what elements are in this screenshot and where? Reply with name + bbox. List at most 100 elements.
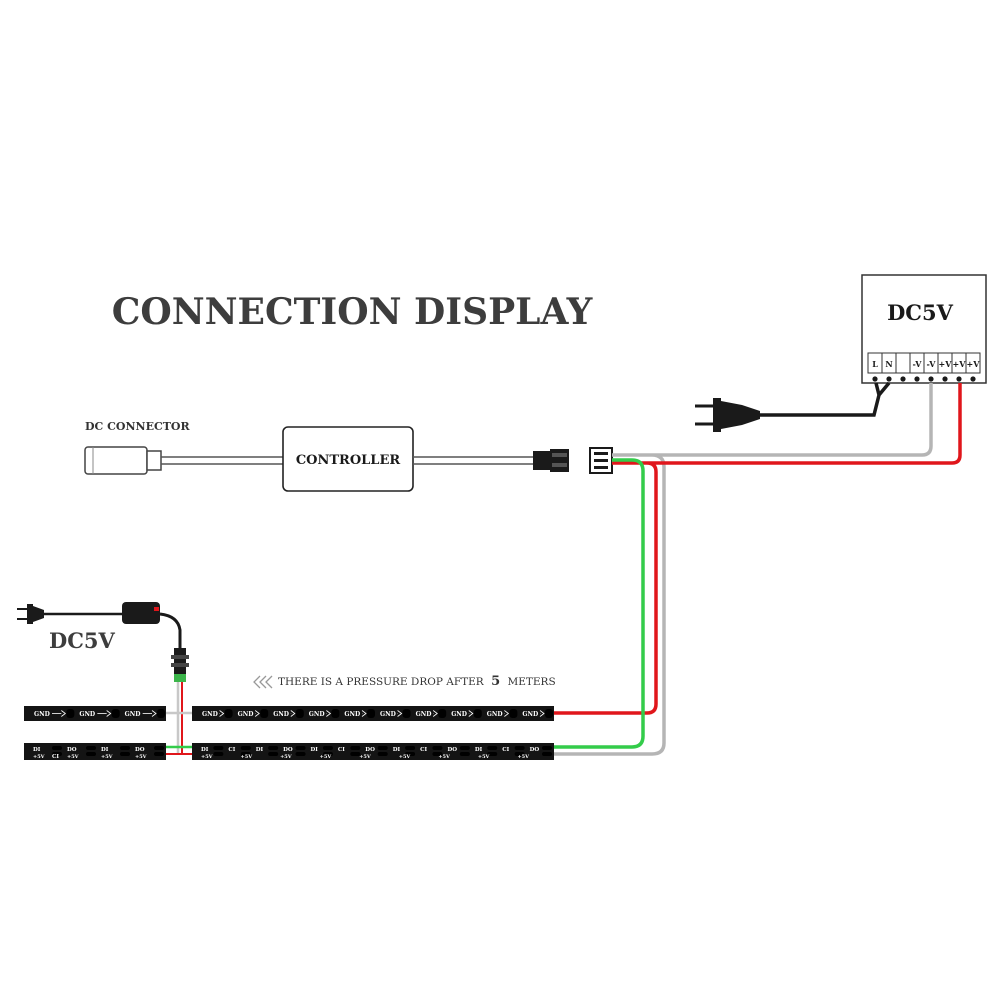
green-wire	[554, 458, 645, 749]
solder-pad	[542, 746, 552, 750]
strip-plus-label: +5V	[478, 754, 490, 760]
solder-pad	[295, 746, 306, 750]
strip-signal-label: DO	[67, 747, 77, 753]
strip-signal-label: DO	[530, 747, 540, 753]
solder-pad	[487, 746, 498, 750]
strip-signal-label: DO	[135, 747, 145, 753]
controller-box: CONTROLLER	[282, 426, 414, 492]
solder-pad	[154, 752, 164, 756]
solder-pad	[459, 752, 470, 756]
strip-gnd-label: GND	[522, 711, 538, 718]
solder-pad	[322, 752, 333, 756]
solder-pad	[52, 746, 62, 750]
arrow-head-icon	[219, 710, 225, 717]
strip-gnd-label: GND	[416, 711, 432, 718]
arrow-head-icon	[254, 710, 260, 717]
psu-terminal-label: -V	[913, 359, 923, 369]
mains-plug-icon	[695, 398, 760, 432]
strip-signal-label: DO	[283, 747, 293, 753]
strip-gnd-label: GND	[344, 711, 360, 718]
arrow-head-icon	[504, 710, 510, 717]
solder-pad	[432, 752, 443, 756]
solder-pad	[120, 752, 130, 756]
solder-pad	[240, 746, 251, 750]
strip-signal-label: DO	[365, 747, 375, 753]
solder-pad	[120, 746, 130, 750]
solder-pad	[350, 746, 361, 750]
solder-pad	[377, 752, 388, 756]
strip-plus-label: +5V	[67, 754, 79, 760]
led-chip	[367, 709, 375, 718]
strip-gnd-label: GND	[34, 711, 50, 718]
psu-terminal	[895, 352, 911, 374]
psu-screw-icon	[914, 376, 920, 382]
strip-signal-label: DI	[475, 747, 483, 753]
solder-pad	[154, 746, 164, 750]
strip-signal-label: CI	[502, 747, 509, 753]
led-chip	[545, 709, 553, 718]
strip-plus-label: +5V	[438, 754, 450, 760]
led-chip	[295, 709, 304, 718]
strip-gnd-label: GND	[451, 711, 467, 718]
solder-pad	[240, 752, 251, 756]
strip-plus-label: +5V	[201, 754, 213, 760]
solder-pad	[542, 752, 552, 756]
arrow-head-icon	[468, 710, 474, 717]
adapter-brick-icon	[122, 602, 160, 624]
pressure-note-unit: METERS	[507, 676, 555, 688]
led-chip	[473, 709, 482, 718]
psu-terminal-label: +V	[967, 359, 981, 369]
solder-pad	[514, 746, 525, 750]
psu-terminal-label: N	[885, 359, 892, 369]
psu-screw-icon	[928, 376, 934, 382]
strip-gnd-label: GND	[380, 711, 396, 718]
arrow-head-icon	[151, 710, 157, 717]
psu-terminal-label: +V	[939, 359, 953, 369]
arrow-head-icon	[539, 710, 545, 717]
strip-signal-label: DI	[201, 747, 209, 753]
strip-signal-label: DI	[256, 747, 264, 753]
solder-pad	[295, 752, 306, 756]
strip-plus-label: +5V	[320, 754, 332, 760]
led-chip	[438, 709, 447, 718]
strip-signal-label: DI	[33, 747, 41, 753]
sm-connector-female-icon	[589, 447, 613, 474]
pressure-note-text: THERE IS A PRESSURE DROP AFTER	[278, 676, 485, 688]
strip-signal-label: DO	[447, 747, 457, 753]
solder-pad	[268, 752, 279, 756]
triple-chevron-left-icon	[253, 675, 273, 689]
led-chip	[66, 709, 75, 718]
solder-pad	[432, 746, 443, 750]
strip-plus-label: +5V	[135, 754, 147, 760]
solder-pad	[487, 752, 498, 756]
adapter-label: DC5V	[49, 628, 116, 653]
strip-gnd-label: GND	[487, 711, 503, 718]
pressure-note-number: 5	[491, 674, 500, 689]
solder-pad	[405, 752, 416, 756]
led-chip	[111, 709, 120, 718]
solder-pad	[405, 746, 416, 750]
strip-gnd-label: GND	[79, 711, 95, 718]
psu-screw-icon	[956, 376, 962, 382]
arrow-head-icon	[432, 710, 438, 717]
solder-pad	[459, 746, 470, 750]
psu-screw-icon	[900, 376, 906, 382]
arrow-head-icon	[61, 710, 66, 717]
led-chip	[224, 709, 233, 718]
adapter-plug-icon	[17, 604, 44, 624]
strip-signal-label: CI	[420, 747, 427, 753]
red-wire	[554, 383, 962, 715]
solder-pad	[350, 752, 361, 756]
controller-label: CONTROLLER	[296, 453, 401, 468]
psu-screw-icon	[872, 376, 878, 382]
solder-pad	[377, 746, 388, 750]
solder-pad	[86, 752, 96, 756]
arrow-head-icon	[290, 710, 296, 717]
strip-gnd-label: GND	[202, 711, 218, 718]
pressure-drop-note: THERE IS A PRESSURE DROP AFTER 5 METERS	[253, 674, 556, 689]
